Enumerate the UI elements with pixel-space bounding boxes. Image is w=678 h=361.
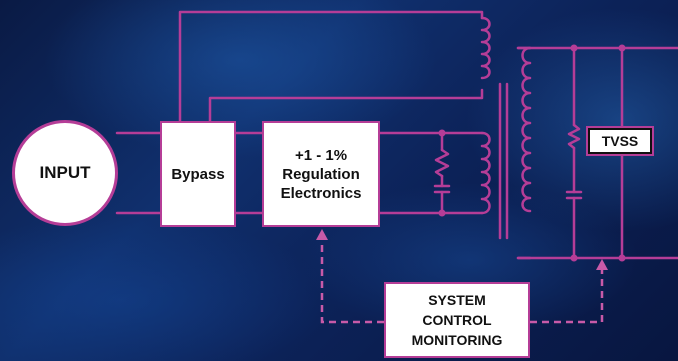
tvss-label: TVSS <box>601 133 639 149</box>
regulation-line-3: Electronics <box>280 184 362 202</box>
bypass-box: Bypass <box>160 121 236 227</box>
wire-bypass-loop-outer <box>178 10 484 123</box>
output-resistor <box>567 123 581 150</box>
secondary-coil <box>521 46 532 213</box>
arrow-to-reg <box>316 229 328 240</box>
system-line-3: MONITORING <box>411 332 503 348</box>
regulation-line-1: +1 - 1% <box>294 146 348 164</box>
system-line-1: SYSTEM <box>428 292 486 308</box>
primary-coil <box>480 131 491 215</box>
wire-bypass-loop-inner <box>208 88 484 123</box>
input-node: INPUT <box>12 120 118 226</box>
control-line-reg <box>320 238 384 324</box>
bypass-label: Bypass <box>171 165 225 183</box>
input-label: INPUT <box>39 163 91 182</box>
system-control-box: SYSTEM CONTROL MONITORING <box>384 282 530 358</box>
regulation-line-2: Regulation <box>282 165 360 183</box>
arrow-to-output <box>596 259 608 270</box>
shunt-resistor <box>434 148 450 178</box>
top-coil <box>480 16 491 80</box>
tvss-box: TVSS <box>586 126 654 156</box>
regulation-box: +1 - 1% Regulation Electronics <box>262 121 380 227</box>
control-line-output <box>530 268 604 324</box>
system-line-2: CONTROL <box>422 312 492 328</box>
